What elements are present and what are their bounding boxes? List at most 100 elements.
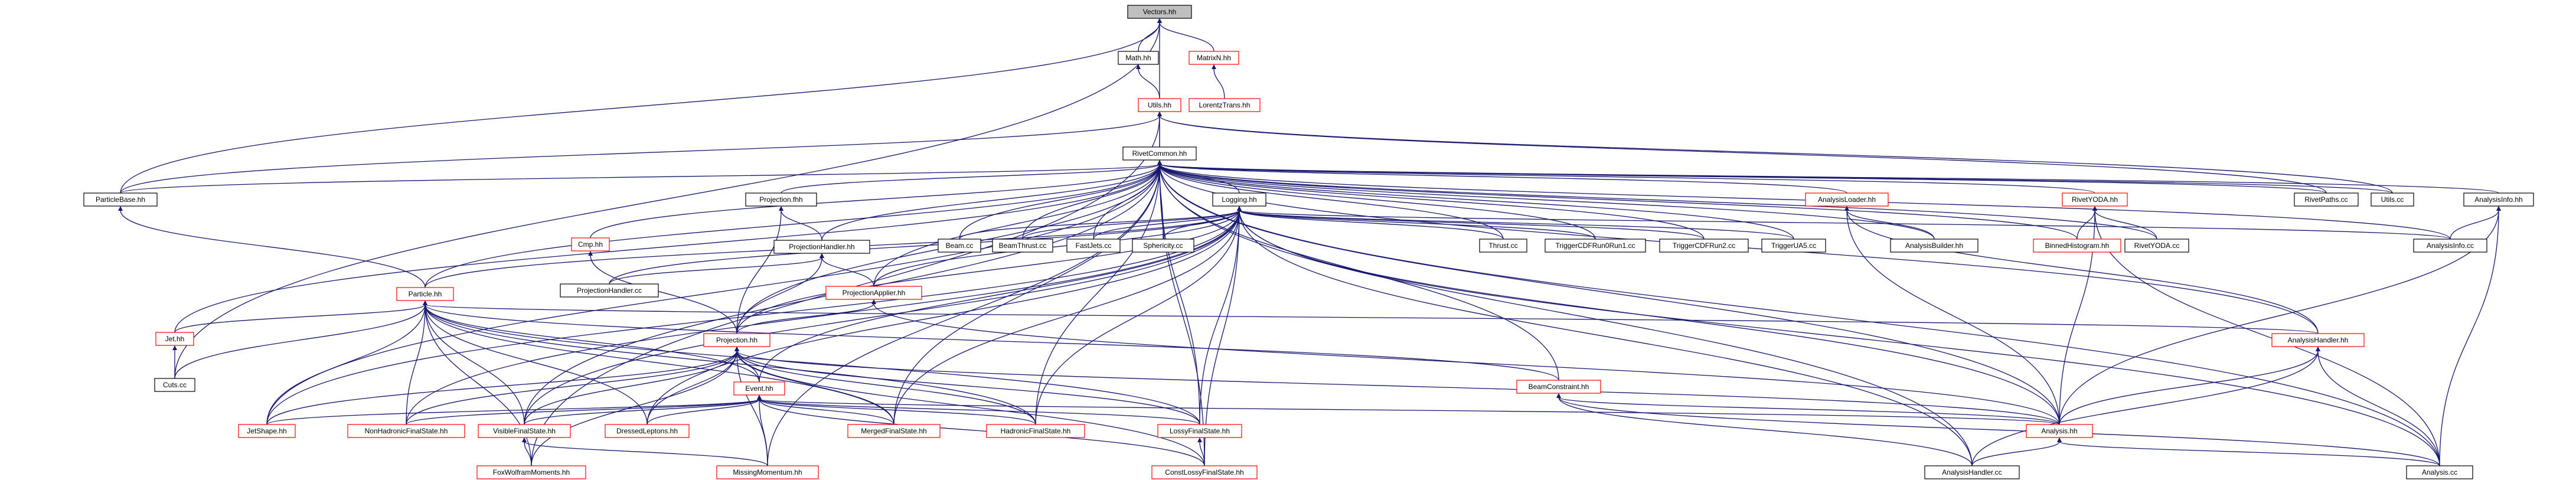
node-beamthrust[interactable]: BeamThrust.cc: [992, 239, 1053, 253]
node-box: [992, 239, 1053, 253]
node-projectionfhh[interactable]: Projection.fhh: [745, 192, 817, 207]
node-analysisloader[interactable]: AnalysisLoader.hh: [1805, 192, 1889, 207]
node-math[interactable]: Math.hh: [1118, 51, 1159, 65]
edge-analysisbuilder-to-analysisloader: [1846, 210, 1935, 240]
edge-analysiscc-to-analysishh: [2059, 441, 2440, 466]
node-projectionapplier[interactable]: ProjectionApplier.hh: [825, 286, 922, 300]
edge-constlossy-to-eventhh: [759, 399, 1205, 466]
node-projectionhh[interactable]: Projection.hh: [703, 333, 770, 347]
node-mergedfs[interactable]: MergedFinalState.hh: [847, 424, 941, 438]
node-box: [847, 424, 941, 438]
node-beamcc[interactable]: Beam.cc: [938, 239, 981, 253]
node-analysishandlercc[interactable]: AnalysisHandler.cc: [1924, 465, 2020, 479]
node-nonhadronic[interactable]: NonHadronicFinalState.hh: [347, 424, 465, 438]
edge-particlehh-to-particlebase: [120, 210, 426, 288]
edge-analysishandlercc-to-analysishh: [1971, 441, 2060, 466]
node-label: ProjectionApplier.hh: [843, 289, 906, 297]
arrowhead: [423, 301, 427, 305]
node-cmphh[interactable]: Cmp.hh: [571, 237, 610, 252]
node-projectionhandlercc[interactable]: ProjectionHandler.cc: [560, 283, 659, 298]
node-thrust[interactable]: Thrust.cc: [1479, 239, 1527, 253]
node-fastjets[interactable]: FastJets.cc: [1066, 239, 1121, 253]
node-particlebase[interactable]: ParticleBase.hh: [83, 192, 158, 207]
node-analysisinfohh[interactable]: AnalysisInfo.hh: [2463, 192, 2534, 207]
edge-missingmomentum-to-visiblefs: [524, 441, 768, 466]
node-lossyfs[interactable]: LossyFinalState.hh: [1157, 424, 1242, 438]
node-trigcdf2[interactable]: TriggerCDFRun2.cc: [1659, 239, 1749, 253]
node-analysisinfocc[interactable]: AnalysisInfo.cc: [2413, 239, 2487, 253]
edge-analysishh-to-projectionapplier: [873, 303, 2060, 425]
node-box: [773, 240, 870, 254]
node-box: [2026, 424, 2093, 438]
edge-analysisloader-to-rivetcommon: [1159, 164, 1847, 194]
node-analysishandlerhh[interactable]: AnalysisHandler.hh: [2271, 333, 2365, 347]
edge-trigua5-to-rivetcommon: [1159, 164, 1794, 240]
edge-rivetpaths-to-utils: [1159, 115, 2327, 194]
node-foxwolfram[interactable]: FoxWolframMoments.hh: [476, 465, 586, 479]
node-vectors[interactable]: Vectors.hh: [1127, 5, 1192, 19]
node-analysiscc[interactable]: Analysis.cc: [2406, 465, 2473, 479]
node-constlossy[interactable]: ConstLossyFinalState.hh: [1151, 465, 1258, 479]
arrowhead: [2496, 206, 2501, 211]
node-label: VisibleFinalState.hh: [493, 427, 556, 435]
node-box: [2463, 192, 2534, 207]
node-label: Vectors.hh: [1143, 8, 1177, 16]
node-box: [745, 192, 817, 207]
node-box: [986, 424, 1085, 438]
node-hadronicfs[interactable]: HadronicFinalState.hh: [986, 424, 1085, 438]
node-missingmomentum[interactable]: MissingMomentum.hh: [716, 465, 819, 479]
edge-jethh-to-particlehh: [174, 304, 426, 333]
edge-analysisinfocc-to-analysisinfohh: [2450, 210, 2499, 240]
edge-analysishandlercc-to-rivetcommon: [1159, 164, 1973, 466]
edge-matrixn-to-vectors: [1159, 22, 1214, 52]
edge-fastjets-to-logging: [1093, 210, 1240, 240]
node-binnedhisto[interactable]: BinnedHistogram.hh: [2033, 239, 2121, 253]
arrowhead: [1157, 112, 1162, 116]
node-box: [2271, 333, 2365, 347]
node-label: ProjectionHandler.hh: [789, 243, 854, 251]
node-rivetyodacc[interactable]: RivetYODA.cc: [2124, 239, 2189, 253]
node-utilscc[interactable]: Utils.cc: [2371, 192, 2414, 207]
node-sphericity[interactable]: Sphericity.cc: [1132, 239, 1194, 253]
node-logging[interactable]: Logging.hh: [1212, 192, 1266, 207]
node-particlehh[interactable]: Particle.hh: [396, 287, 454, 301]
node-trigua5[interactable]: TriggerUA5.cc: [1761, 239, 1826, 253]
node-box: [1545, 239, 1646, 253]
node-analysisbuilder[interactable]: AnalysisBuilder.hh: [1890, 239, 1978, 253]
edge-nonhadronic-to-projectionhh: [406, 350, 737, 425]
node-matrixn[interactable]: MatrixN.hh: [1189, 51, 1239, 65]
node-rivetcommon[interactable]: RivetCommon.hh: [1122, 146, 1197, 161]
node-beamconstraint[interactable]: BeamConstraint.hh: [1516, 380, 1601, 394]
node-label: ConstLossyFinalState.hh: [1165, 468, 1243, 476]
node-label: RivetCommon.hh: [1132, 149, 1187, 158]
node-utils[interactable]: Utils.hh: [1138, 98, 1181, 112]
edge-thrust-to-logging: [1239, 210, 1504, 240]
node-cutscc[interactable]: Cuts.cc: [154, 378, 195, 392]
edge-dressedleptons-to-particlehh: [425, 304, 648, 425]
edge-projectionfhh-to-rivetcommon: [781, 164, 1160, 194]
node-box: [1659, 239, 1749, 253]
node-projectionhandlerhh[interactable]: ProjectionHandler.hh: [773, 240, 870, 254]
edge-analysishh-to-analysishandlerhh: [2059, 350, 2319, 425]
node-label: AnalysisBuilder.hh: [1905, 241, 1963, 250]
node-trigcdf1[interactable]: TriggerCDFRun0Run1.cc: [1545, 239, 1646, 253]
edge-analysiscc-to-logging: [1239, 210, 2440, 466]
node-jetshape[interactable]: JetShape.hh: [238, 424, 296, 438]
node-lorentz[interactable]: LorentzTrans.hh: [1189, 98, 1261, 112]
edge-trigcdf2-to-logging: [1239, 210, 1705, 240]
node-jethh[interactable]: Jet.hh: [155, 332, 194, 346]
edge-analysiscc-to-rivetcommon: [1159, 164, 2440, 466]
node-box: [2062, 192, 2128, 207]
node-label: RivetYODA.cc: [2134, 241, 2180, 250]
node-label: FastJets.cc: [1076, 241, 1112, 250]
edge-utilscc-to-utils: [1159, 115, 2393, 194]
node-analysishh[interactable]: Analysis.hh: [2026, 424, 2093, 438]
node-visiblefs[interactable]: VisibleFinalState.hh: [478, 424, 571, 438]
node-rivetpaths[interactable]: RivetPaths.cc: [2294, 192, 2359, 207]
node-rivetyodahh[interactable]: RivetYODA.hh: [2062, 192, 2128, 207]
arrowhead: [1157, 160, 1162, 165]
node-label: AnalysisHandler.cc: [1942, 468, 2002, 476]
node-eventhh[interactable]: Event.hh: [733, 381, 785, 396]
node-dressedleptons[interactable]: DressedLeptons.hh: [605, 424, 690, 438]
edge-analysishandlercc-to-beamconstraint: [1558, 397, 1973, 466]
